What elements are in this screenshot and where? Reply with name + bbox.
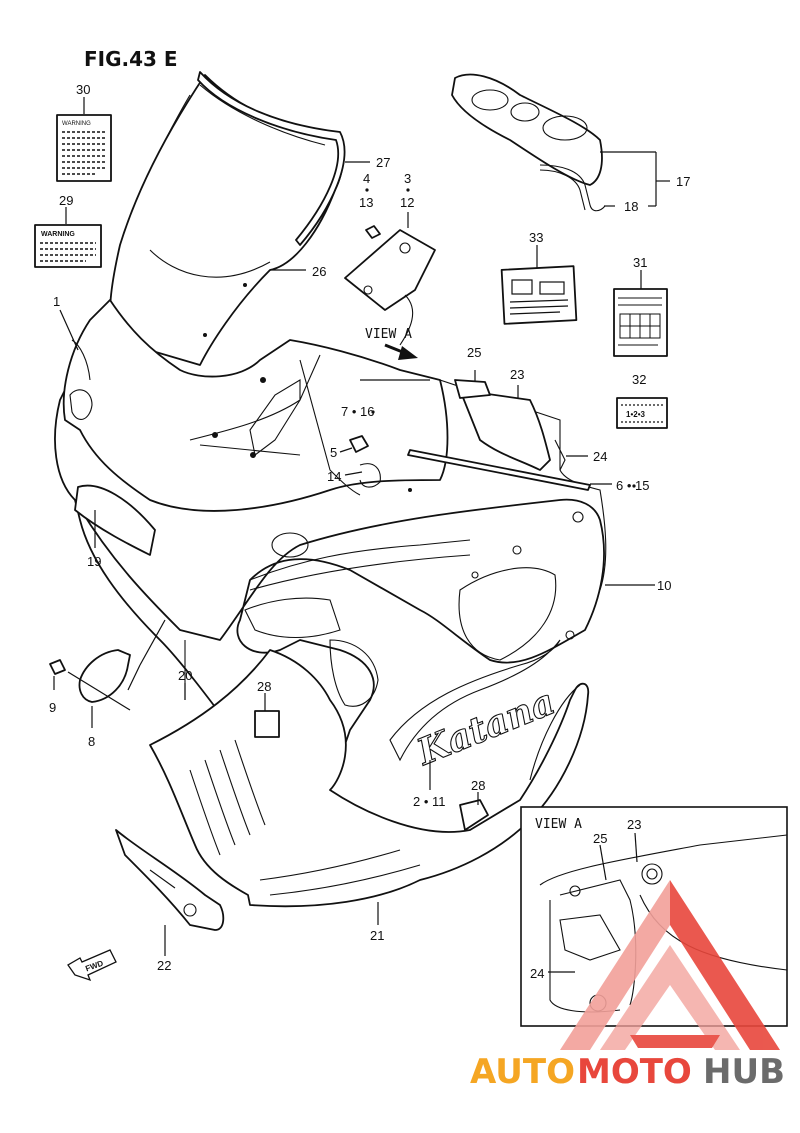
- warning-29-text: WARNING: [41, 231, 75, 238]
- callout-30: 30: [76, 82, 90, 97]
- callout-9: 9: [49, 700, 56, 715]
- callout-27: 27: [376, 155, 390, 170]
- callout-21: 21: [370, 928, 384, 943]
- watermark-moto: MOTO: [577, 1052, 692, 1092]
- callout-29: 29: [59, 193, 73, 208]
- inset-callout-25: 25: [593, 831, 607, 846]
- inset-title: VIEW A: [535, 817, 582, 832]
- duct-23: [459, 389, 551, 471]
- fwd-arrow-icon: FWD: [67, 949, 117, 982]
- callout-26: 26: [312, 264, 326, 279]
- inset-callout-24: 24: [530, 966, 544, 981]
- grommet-5: [349, 435, 381, 488]
- upper-fairing-10: [54, 299, 607, 801]
- callout-6-15: 6 • 15: [616, 478, 649, 493]
- watermark-hub: HUB: [703, 1052, 785, 1092]
- callout-23: 23: [510, 367, 524, 382]
- watermark-text: AUTO MOTO HUB: [470, 1052, 785, 1092]
- label-33: [500, 265, 578, 325]
- callout-1: 1: [53, 294, 60, 309]
- callout-17: 17: [676, 174, 690, 189]
- seal-6: [407, 449, 591, 491]
- watermark-logo: [560, 880, 780, 1050]
- duct-25: [454, 379, 491, 399]
- screw-13: [365, 225, 381, 239]
- figure-title: FIG.43 E: [84, 47, 178, 71]
- cover-8: [78, 649, 131, 703]
- katana-logo: Katana: [410, 681, 560, 774]
- cover-19: [74, 484, 156, 556]
- screw-9: [49, 659, 66, 675]
- callout-24: 24: [593, 449, 607, 464]
- bracket-12: [344, 229, 436, 346]
- bracket-22: [115, 829, 225, 931]
- callout-28a: 28: [257, 679, 271, 694]
- callout-22: 22: [157, 958, 171, 973]
- callout-31: 31: [633, 255, 647, 270]
- meter-panel-17: [451, 73, 606, 212]
- callout-8: 8: [88, 734, 95, 749]
- lower-cowl-21: [149, 640, 590, 908]
- warning-30-text: WARNING: [62, 121, 91, 127]
- warning-label-30: WARNING: [56, 114, 112, 182]
- label-32-text: 1•2•3: [626, 410, 646, 419]
- callout-5: 5: [330, 445, 337, 460]
- callout-19: 19: [87, 554, 101, 569]
- callout-18: 18: [624, 199, 638, 214]
- label-31: [613, 288, 668, 357]
- moulding-27: [197, 71, 346, 246]
- callout-14: 14: [327, 469, 341, 484]
- callout-12: 12: [400, 195, 414, 210]
- callout-28b: 28: [471, 778, 485, 793]
- windscreen-26: [109, 74, 344, 366]
- watermark-auto: AUTO: [470, 1052, 575, 1092]
- inset-callout-23: 23: [627, 817, 641, 832]
- callout-2-11: 2 • 11: [413, 794, 446, 809]
- view-a-label: VIEW A: [365, 327, 412, 342]
- callout-20: 20: [178, 668, 192, 683]
- callout-13: 13: [359, 195, 373, 210]
- callout-4: 4: [363, 171, 370, 186]
- katana-decal: Katana: [389, 639, 561, 775]
- view-a-arrow: [384, 343, 418, 360]
- warning-label-29: WARNING: [34, 224, 102, 268]
- callout-25: 25: [467, 345, 481, 360]
- callout-7-16: 7 • 16: [341, 404, 374, 419]
- callout-32: 32: [632, 372, 646, 387]
- callout-10: 10: [657, 578, 671, 593]
- label-32: 1•2•3: [616, 397, 668, 429]
- callout-3: 3: [404, 171, 411, 186]
- callout-33: 33: [529, 230, 543, 245]
